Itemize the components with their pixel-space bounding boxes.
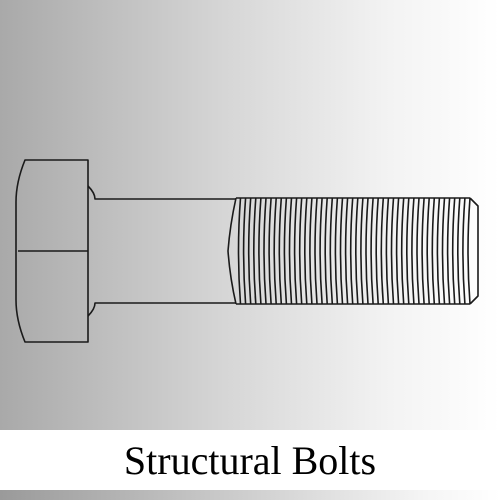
illustration-area: [0, 0, 500, 430]
thread-crest-line: [253, 197, 257, 305]
thread-crest-line: [278, 197, 283, 305]
thread-crest-line: [365, 197, 369, 305]
thread-crest-line: [298, 197, 303, 305]
thread-crest-line: [426, 197, 430, 305]
thread-crest-line: [242, 197, 247, 305]
thread-crest-line: [400, 197, 405, 305]
thread-crest-line: [380, 197, 385, 305]
thread-crest-line: [268, 197, 272, 305]
thread-crest-line: [451, 197, 456, 305]
thread-crest-line: [421, 197, 425, 305]
thread-crest-line: [446, 197, 451, 305]
thread-crest-line: [385, 197, 390, 305]
thread-crest-line: [293, 197, 298, 305]
bolt-shank-lower: [87, 302, 236, 317]
thread-crest-line: [314, 197, 318, 305]
caption-band: Structural Bolts: [0, 430, 500, 490]
thread-lines: [237, 197, 471, 305]
thread-crest-line: [339, 197, 344, 305]
bolt-head: [15, 159, 89, 343]
thread-crest-line: [360, 197, 364, 305]
thread-crest-line: [467, 197, 471, 305]
thread-crest-line: [375, 197, 379, 305]
bottom-divider-bar: [0, 490, 500, 500]
thread-crest-line: [416, 197, 420, 305]
thread-crest-line: [334, 197, 339, 305]
hex-bolt-icon: [15, 159, 479, 343]
thread-crest-line: [411, 197, 415, 305]
thread-crest-line: [288, 197, 293, 305]
thread-crest-line: [258, 197, 262, 305]
thread-crest-line: [355, 197, 359, 305]
thread-crest-line: [247, 197, 252, 305]
caption-title: Structural Bolts: [123, 438, 377, 483]
thread-crest-line: [441, 197, 446, 305]
thread-crest-line: [273, 197, 277, 305]
bolt-shank: [87, 185, 236, 200]
thread-crest-line: [395, 197, 400, 305]
thread-crest-line: [304, 197, 308, 305]
thread-crest-line: [370, 197, 374, 305]
thread-crest-line: [462, 197, 466, 305]
thread-crest-line: [263, 197, 267, 305]
thread-crest-line: [319, 197, 323, 305]
thread-crest-line: [406, 197, 410, 305]
thread-crest-line: [436, 197, 441, 305]
thread-crest-line: [329, 197, 334, 305]
thread-crest-line: [324, 197, 328, 305]
thread-crest-line: [349, 197, 354, 305]
thread-crest-line: [237, 197, 242, 305]
thread-runout: [227, 197, 237, 305]
thread-crest-line: [309, 197, 313, 305]
thread-crest-line: [457, 197, 461, 305]
thread-crest-line: [344, 197, 349, 305]
thread-crest-line: [431, 197, 436, 305]
thread-crest-line: [283, 197, 288, 305]
thread-crest-line: [390, 197, 395, 305]
bolt-end-chamfer: [469, 197, 479, 305]
